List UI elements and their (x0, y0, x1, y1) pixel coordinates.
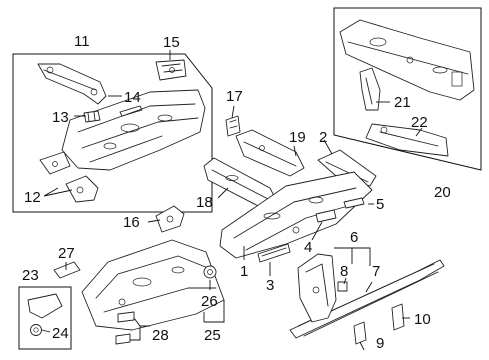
callout-9: 9 (376, 335, 384, 352)
callout-25: 25 (204, 327, 221, 344)
bracket-12 (39, 151, 99, 203)
bracket-8 (337, 281, 348, 292)
callout-2: 2 (319, 129, 327, 146)
callout-18: 18 (196, 194, 213, 211)
callout-17: 17 (226, 88, 243, 105)
plate-5 (343, 197, 365, 209)
group-frame-11 (12, 53, 213, 213)
bracket-10 (391, 303, 405, 331)
bracket-15 (155, 59, 187, 81)
nut-24 (30, 324, 42, 336)
bracket-13 (83, 110, 101, 123)
callout-6: 6 (350, 229, 358, 246)
bracket-9 (353, 321, 367, 345)
callout-16: 16 (123, 214, 140, 231)
group-frame-20 (333, 7, 482, 171)
rear-panel-20 (339, 19, 475, 101)
callout-26: 26 (201, 293, 218, 310)
callout-21: 21 (394, 94, 411, 111)
callout-11: 11 (74, 33, 90, 50)
callout-8: 8 (340, 263, 348, 280)
rear-crossmember-14 (37, 63, 107, 105)
front-floor-25 (81, 239, 225, 331)
bracket-23 (27, 293, 63, 319)
bracket-17 (225, 115, 241, 137)
crossmember-19 (235, 129, 305, 177)
callout-22: 22 (411, 114, 428, 131)
group-frame-23 (18, 286, 72, 350)
callout-5: 5 (376, 196, 384, 213)
callout-20: 20 (434, 184, 451, 201)
callout-28: 28 (152, 327, 169, 344)
rail-3 (257, 243, 291, 263)
center-floor-1 (219, 171, 373, 259)
panel-bracket-21 (359, 67, 381, 111)
callout-24: 24 (52, 325, 69, 342)
callout-13: 13 (52, 109, 69, 126)
callout-7: 7 (372, 263, 380, 280)
rear-floor-pan-11 (61, 89, 206, 171)
callout-labels: 11 15 14 13 12 17 19 2 18 20 21 22 5 16 … (22, 33, 451, 352)
callout-1: 1 (240, 263, 248, 280)
plate-27 (53, 261, 81, 279)
callout-3: 3 (266, 277, 274, 294)
leader-lines (41, 50, 423, 351)
callout-15: 15 (163, 34, 180, 51)
bracket-16 (155, 205, 185, 233)
callout-23: 23 (22, 267, 39, 284)
nut-26 (203, 265, 217, 279)
callout-10: 10 (414, 311, 431, 328)
callout-12: 12 (24, 189, 41, 206)
bracket-28 (115, 311, 135, 345)
callout-19: 19 (289, 129, 306, 146)
pillar-6 (297, 253, 337, 323)
callout-14: 14 (124, 89, 141, 106)
rail-4 (315, 209, 337, 223)
callout-4: 4 (304, 239, 312, 256)
callout-27: 27 (58, 245, 75, 262)
panel-extension-22 (365, 123, 449, 157)
